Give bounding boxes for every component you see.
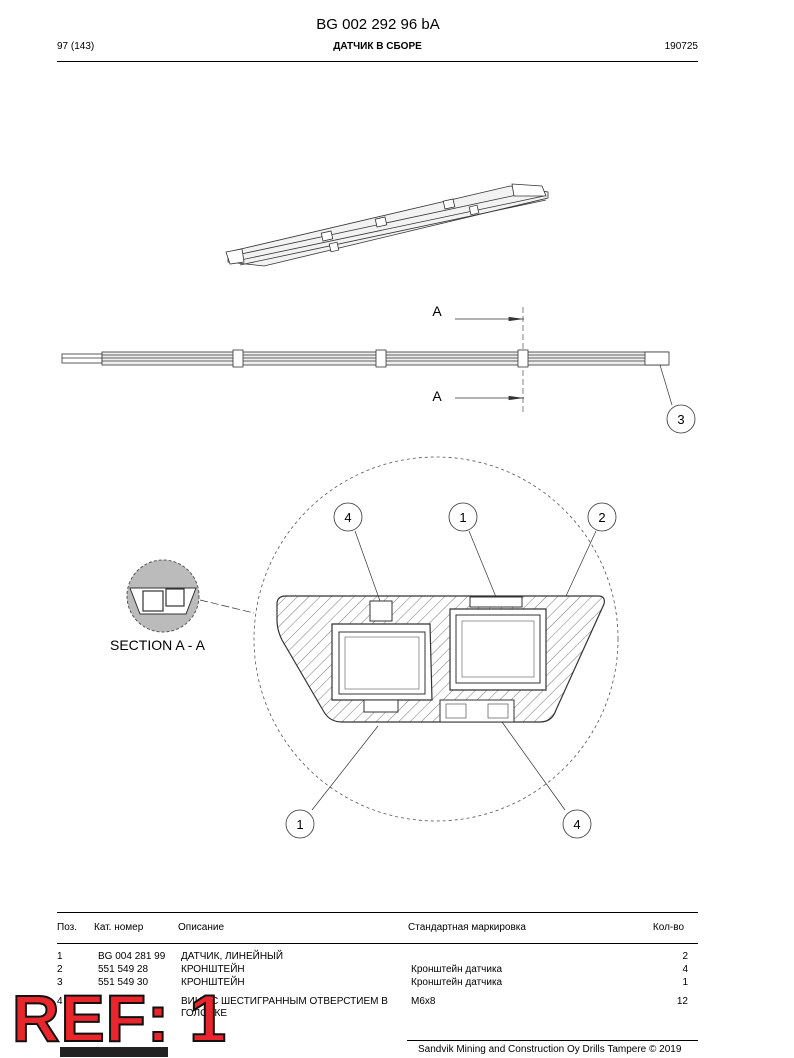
isometric-view: [225, 183, 549, 267]
parts-table: Поз. Кат. номер Описание Стандартная мар…: [57, 912, 698, 1026]
row-desc: ВИНТ С ШЕСТИГРАННЫМ ОТВЕРСТИЕМ В ГОЛОВКЕ: [181, 996, 388, 1019]
table-row: 4 ВИНТ С ШЕСТИГРАННЫМ ОТВЕРСТИЕМ В ГОЛОВ…: [57, 996, 698, 1026]
side-view: [61, 349, 673, 406]
row-pos: 4: [57, 996, 63, 1007]
row-pos: 1: [57, 951, 63, 962]
balloon-top-middle: 1: [459, 510, 466, 525]
footer-copyright: Sandvik Mining and Construction Oy Drill…: [418, 1044, 682, 1055]
row-cat: BG 004 281 99: [98, 951, 166, 962]
row-qty: 2: [682, 951, 688, 962]
company-logo: [60, 1047, 168, 1057]
row-desc: ДАТЧИК, ЛИНЕЙНЫЙ: [181, 951, 284, 962]
row-std: Кронштейн датчика: [411, 964, 503, 975]
reference-label: REF: 1: [11, 980, 228, 1056]
row-pos: 3: [57, 977, 63, 988]
row-desc: КРОНШТЕЙН: [181, 977, 245, 988]
page-header: 97 (143) ДАТЧИК В СБОРЕ 190725: [57, 41, 698, 62]
header-qty: Кол-во: [652, 922, 684, 933]
header-pos: Поз.: [57, 922, 77, 933]
balloon-top-right: 2: [598, 510, 605, 525]
page-number: 97 (143): [57, 41, 95, 52]
page-heading: ДАТЧИК В СБОРЕ: [333, 41, 422, 52]
balloon-bottom-left: 1: [296, 817, 303, 832]
table-row: 1 BG 004 281 99 ДАТЧИК, ЛИНЕЙНЫЙ 2: [57, 951, 698, 964]
document-code: 190725: [664, 41, 698, 52]
table-row: 3 551 549 30 КРОНШТЕЙН Кронштейн датчика…: [57, 977, 698, 990]
row-cat: 551 549 28: [98, 964, 149, 975]
parts-table-header: Поз. Кат. номер Описание Стандартная мар…: [57, 912, 698, 944]
row-qty: 1: [682, 977, 688, 988]
section-marker-top: A: [432, 303, 442, 319]
row-std: Кронштейн датчика: [411, 977, 503, 988]
footer-divider: [407, 1040, 698, 1041]
balloon-top-left: 4: [344, 510, 351, 525]
row-cat: 551 549 30: [98, 977, 149, 988]
section-marker-bottom: A: [432, 388, 442, 404]
row-std: M6x8: [411, 996, 436, 1007]
table-row: 2 551 549 28 КРОНШТЕЙН Кронштейн датчика…: [57, 964, 698, 977]
section-arrows: [455, 307, 524, 412]
document-title: BG 002 292 96 bA: [316, 16, 440, 33]
row-qty: 12: [676, 996, 688, 1007]
balloon-bottom-right: 4: [573, 817, 580, 832]
row-desc: КРОНШТЕЙН: [181, 964, 245, 975]
section-detail: [253, 456, 619, 822]
row-qty: 4: [682, 964, 688, 975]
header-std: Стандартная маркировка: [408, 922, 526, 933]
section-thumbnail: [126, 559, 255, 633]
balloon-side-view: 3: [677, 412, 684, 427]
row-pos: 2: [57, 964, 63, 975]
header-cat: Кат. номер: [94, 922, 144, 933]
header-desc: Описание: [178, 922, 225, 933]
section-label: SECTION A - A: [110, 637, 206, 653]
